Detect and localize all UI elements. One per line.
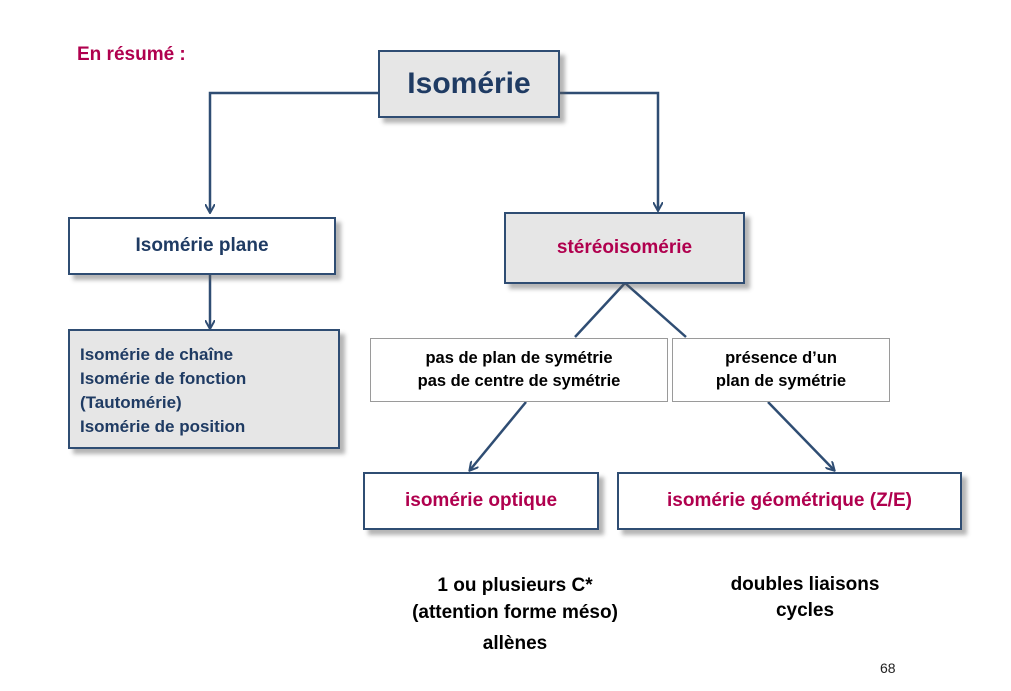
geometric-label: isomérie géométrique (Z/E) xyxy=(667,490,912,511)
optical-note: allènes xyxy=(482,633,548,654)
root-box-isomerie: Isomérie xyxy=(378,50,560,118)
plane-type-item: (Tautomérie) xyxy=(80,393,182,412)
box-isomerie-plane: Isomérie plane xyxy=(68,217,336,275)
optical-notes: 1 ou plusieurs C* (attention forme méso)… xyxy=(360,572,670,657)
box-stereoisomerie: stéréoisomérie xyxy=(504,212,745,284)
connector-root-right xyxy=(560,91,658,210)
connector-stereo-nosym xyxy=(574,282,626,338)
optical-label: isomérie optique xyxy=(404,490,558,511)
symmetry-line: plan de symétrie xyxy=(715,372,847,390)
geometric-note: doubles liaisons xyxy=(730,574,880,595)
root-label: Isomérie xyxy=(407,67,531,100)
connector-nosym-optical xyxy=(470,401,527,470)
page-number: 68 xyxy=(880,660,896,676)
connector-root-left xyxy=(210,91,378,212)
summary-heading: En résumé : xyxy=(77,44,186,65)
symmetry-line: présence d’un xyxy=(725,349,837,367)
plane-type-item: Isomérie de position xyxy=(80,417,246,436)
no-symmetry-line: pas de plan de symétrie xyxy=(425,349,613,367)
connector-stereo-sym xyxy=(624,282,687,338)
plane-type-item: Isomérie de chaîne xyxy=(80,345,234,364)
box-isomerie-geometrique: isomérie géométrique (Z/E) xyxy=(617,472,962,530)
no-symmetry-line: pas de centre de symétrie xyxy=(417,372,621,390)
box-symmetry: présence d’un plan de symétrie xyxy=(672,338,890,402)
box-isomerie-optique: isomérie optique xyxy=(363,472,599,530)
connector-sym-geometric xyxy=(767,401,834,470)
box-no-symmetry: pas de plan de symétrie pas de centre de… xyxy=(370,338,668,402)
stereo-label: stéréoisomérie xyxy=(556,237,693,258)
box-plane-types: Isomérie de chaîne Isomérie de fonction … xyxy=(68,329,340,449)
geometric-note: cycles xyxy=(775,600,835,621)
optical-note: (attention forme méso) xyxy=(412,602,618,623)
plane-type-item: Isomérie de fonction xyxy=(80,369,247,388)
geometric-notes: doubles liaisons cycles xyxy=(700,572,910,624)
plane-label: Isomérie plane xyxy=(135,235,269,256)
optical-note: 1 ou plusieurs C* xyxy=(437,575,593,596)
